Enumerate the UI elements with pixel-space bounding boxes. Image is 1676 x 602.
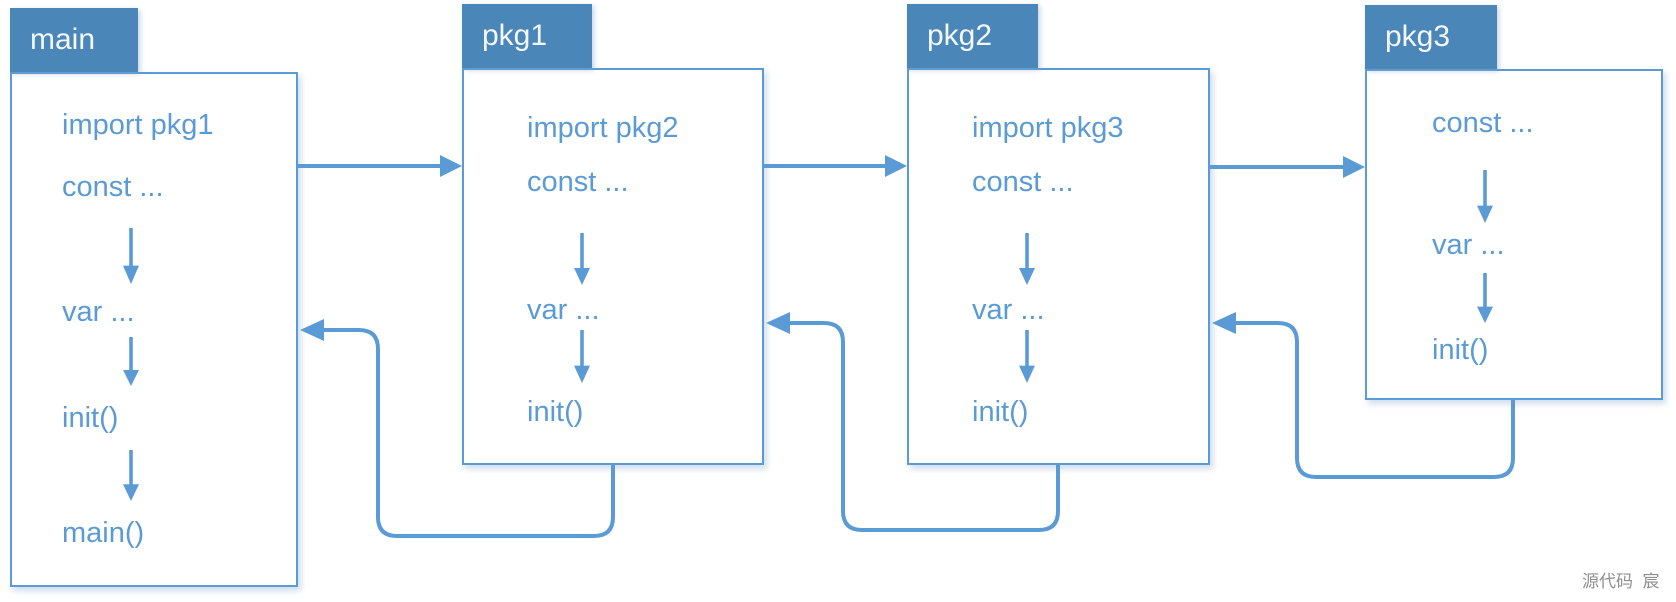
node-pkg1: pkg1 import pkg2 const ... var ... init(… — [462, 4, 764, 465]
down-arrow-icon — [574, 233, 590, 285]
down-arrow-icon — [123, 337, 139, 386]
node-pkg3-title: pkg3 — [1385, 20, 1451, 53]
edge-pkg2-to-pkg3-call — [1210, 156, 1365, 178]
node-pkg3-tab: pkg3 — [1365, 5, 1497, 69]
watermark: 源代码 宸 — [1582, 572, 1660, 591]
code-line-var: var ... — [62, 296, 135, 328]
node-main: main import pkg1 const ... var ... init(… — [10, 8, 298, 587]
code-line-init: init() — [972, 396, 1029, 428]
down-arrow-icon — [574, 330, 590, 383]
down-arrow-icon — [1019, 330, 1035, 383]
code-line-var: var ... — [527, 294, 600, 326]
edge-pkg1-to-pkg2-call — [764, 155, 907, 177]
code-line-var: var ... — [1432, 229, 1505, 261]
node-main-tab: main — [10, 8, 138, 72]
code-line-var: var ... — [972, 294, 1045, 326]
code-line-const: const ... — [972, 166, 1074, 198]
node-pkg1-tab: pkg1 — [462, 4, 592, 68]
code-line-init: init() — [527, 396, 584, 428]
down-arrow-icon — [123, 450, 139, 501]
node-pkg3: pkg3 const ... var ... init() — [1365, 5, 1663, 400]
code-line-import: import pkg2 — [527, 112, 679, 144]
code-line-import: import pkg3 — [972, 112, 1124, 144]
node-main-box — [10, 72, 298, 587]
node-main-title: main — [30, 23, 96, 56]
code-line-init: init() — [62, 402, 119, 434]
node-pkg2-title: pkg2 — [927, 19, 993, 52]
code-line-main: main() — [62, 517, 145, 549]
code-line-init: init() — [1432, 334, 1489, 366]
node-pkg1-title: pkg1 — [482, 19, 548, 52]
node-pkg2: pkg2 import pkg3 const ... var ... init(… — [907, 4, 1210, 465]
down-arrow-icon — [1477, 170, 1493, 223]
code-line-const: const ... — [527, 166, 629, 198]
down-arrow-icon — [1477, 273, 1493, 323]
node-pkg2-tab: pkg2 — [907, 4, 1038, 68]
code-line-import: import pkg1 — [62, 109, 214, 141]
edge-main-to-pkg1-call — [298, 155, 462, 177]
down-arrow-icon — [123, 228, 139, 284]
code-line-const: const ... — [62, 171, 164, 203]
code-line-const: const ... — [1432, 107, 1534, 139]
down-arrow-icon — [1019, 233, 1035, 285]
